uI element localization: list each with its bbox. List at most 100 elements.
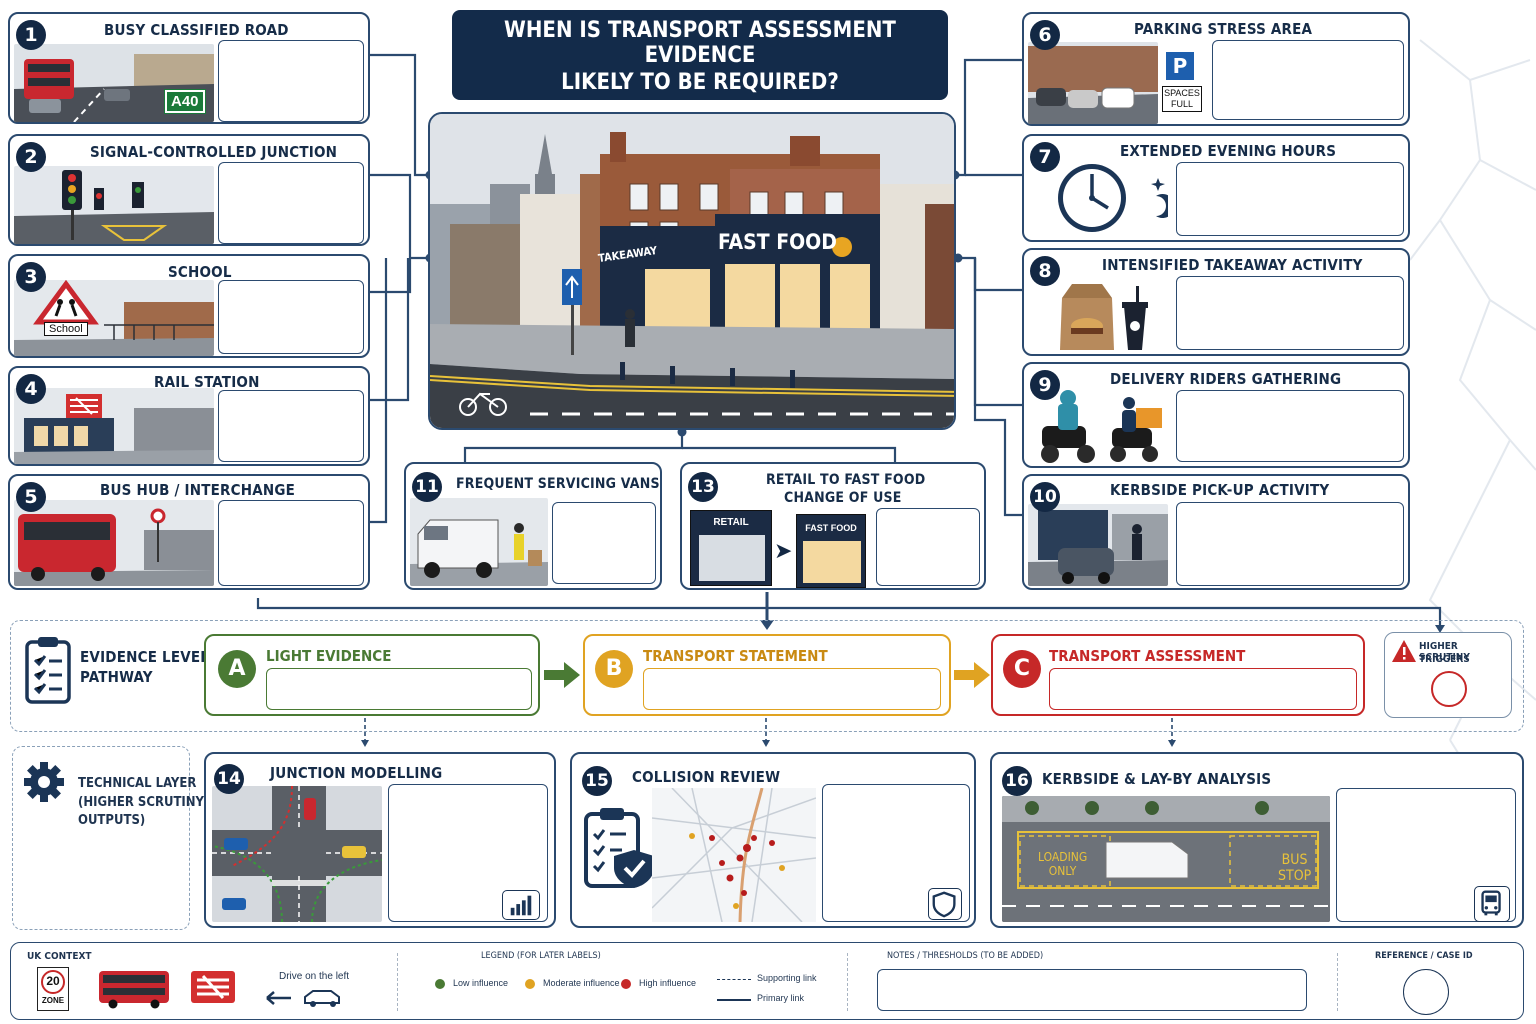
- left-arrow-car-icon: [266, 990, 340, 1007]
- factor-title: FREQUENT SERVICING VANS: [456, 476, 660, 492]
- stop-label: STOP: [1278, 868, 1312, 884]
- technical-label-line2: (HIGHER SCRUTINY: [78, 795, 205, 810]
- loading-bay-marking: LOADING ONLY: [1038, 850, 1087, 878]
- parking-illustration: [1028, 42, 1158, 124]
- bus-icon: [1474, 886, 1510, 922]
- factor-card-retail-to-fast-food-change-of-use: RETAIL ➤ FAST FOOD 13 RETAIL TO FAST FOO…: [680, 462, 986, 590]
- page-title-line1: WHEN IS TRANSPORT ASSESSMENT EVIDENCE: [504, 18, 896, 68]
- factor-notes-box[interactable]: [1176, 162, 1404, 236]
- higher-scrutiny-triggers-card: HIGHER SCRUTINY TRIGGERS: [1384, 632, 1512, 718]
- factor-title: DELIVERY RIDERS GATHERING: [1110, 370, 1342, 388]
- takeaway-bag-icon: [1060, 284, 1148, 350]
- full-label: FULL: [1170, 99, 1193, 109]
- parking-sign-icon: P: [1166, 52, 1194, 80]
- triggers-label-line2: TRIGGERS: [1419, 654, 1470, 665]
- zone-label: ZONE: [41, 996, 65, 1005]
- arrow-b-to-c: [954, 662, 990, 688]
- factor-title: BUS HUB / INTERCHANGE: [100, 481, 296, 499]
- factor-notes-box[interactable]: [1176, 276, 1404, 350]
- clipboard-shield-icon: [584, 808, 654, 888]
- reference-case-id-circle[interactable]: [1403, 969, 1449, 1015]
- shield-icon: [928, 888, 962, 920]
- factor-number: 7: [1030, 142, 1060, 172]
- factor-title: SIGNAL-CONTROLLED JUNCTION: [90, 143, 338, 161]
- factor-notes-box[interactable]: [218, 40, 364, 122]
- a40-road-sign: A40: [164, 89, 206, 114]
- zone-20-sign: 20 ZONE: [37, 967, 69, 1011]
- factor-notes-box[interactable]: [552, 502, 656, 584]
- retail-label: RETAIL: [713, 517, 749, 528]
- fast-food-label: FAST FOOD: [805, 523, 857, 533]
- arrow-a-to-b: [544, 662, 580, 688]
- kerbside-pickup-illustration: [1028, 504, 1168, 586]
- national-rail-icon: [191, 971, 235, 1003]
- spaces-full-sign: SPACES FULL: [1162, 86, 1202, 112]
- factor-card-delivery-riders-gathering: 9 DELIVERY RIDERS GATHERING: [1022, 362, 1410, 468]
- bar-chart-icon: [502, 890, 540, 920]
- zone-speed-value: 20: [41, 970, 65, 994]
- kerbside-layby-illustration: [1002, 796, 1330, 922]
- triggers-marker-circle[interactable]: [1431, 671, 1467, 707]
- factor-notes-box[interactable]: [1212, 40, 1404, 120]
- factor-title: INTENSIFIED TAKEAWAY ACTIVITY: [1102, 256, 1363, 274]
- level-title: TRANSPORT STATEMENT: [643, 647, 828, 665]
- busy-road-illustration: [14, 44, 214, 122]
- level-title: LIGHT EVIDENCE: [266, 647, 392, 665]
- factor-number: 13: [688, 472, 718, 502]
- level-badge: A: [218, 650, 256, 688]
- legend-low-label: Low influence: [453, 978, 509, 988]
- level-notes-box[interactable]: [1049, 668, 1357, 710]
- technical-output-number: 14: [214, 764, 244, 794]
- notes-thresholds-field[interactable]: [877, 969, 1307, 1011]
- bus-stop-marking: BUS STOP: [1278, 852, 1311, 884]
- level-notes-box[interactable]: [266, 668, 532, 710]
- footer-divider: [847, 953, 848, 1011]
- factor-number: 5: [16, 482, 46, 512]
- footer-panel: UK CONTEXT 20 ZONE Drive on the left LEG…: [10, 942, 1524, 1020]
- factor-notes-box[interactable]: [218, 390, 364, 462]
- factor-title-line2: CHANGE OF USE: [784, 490, 902, 506]
- evidence-level-a: A LIGHT EVIDENCE: [204, 634, 540, 716]
- evidence-level-c: C TRANSPORT ASSESSMENT: [991, 634, 1365, 716]
- factor-card-intensified-takeaway-activity: 8 INTENSIFIED TAKEAWAY ACTIVITY: [1022, 248, 1410, 356]
- factor-notes-box[interactable]: [218, 280, 364, 354]
- factor-notes-box[interactable]: [876, 508, 980, 586]
- technical-output-number: 15: [582, 766, 612, 796]
- technical-output-title: KERBSIDE & LAY-BY ANALYSIS: [1042, 770, 1272, 788]
- factor-card-bus-hub-interchange: 5 BUS HUB / INTERCHANGE: [8, 474, 370, 590]
- bus-hub-illustration: [14, 500, 214, 586]
- factor-card-extended-evening-hours: 7 EXTENDED EVENING HOURS: [1022, 134, 1410, 242]
- only-label: ONLY: [1048, 864, 1077, 878]
- factor-number: 8: [1030, 256, 1060, 286]
- bus-label: BUS: [1281, 852, 1308, 868]
- factor-title-line1: RETAIL TO FAST FOOD: [766, 472, 926, 488]
- evidence-pathway-region: [10, 620, 1524, 732]
- level-notes-box[interactable]: [643, 668, 941, 710]
- technical-output-kerbside-lay-by-analysis: LOADING ONLY BUS STOP 16 KERBSIDE & LAY-…: [990, 752, 1524, 928]
- factor-card-parking-stress-area: P SPACES FULL 6 PARKING STRESS AREA: [1022, 12, 1410, 126]
- school-illustration: [14, 280, 214, 356]
- header-banner: WHEN IS TRANSPORT ASSESSMENT EVIDENCE LI…: [452, 10, 948, 117]
- factor-title: KERBSIDE PICK-UP ACTIVITY: [1110, 481, 1330, 499]
- clipboard-checklist-icon: [25, 637, 71, 704]
- factor-number: 11: [412, 472, 442, 502]
- legend-title: LEGEND (FOR LATER LABELS): [481, 951, 601, 961]
- technical-output-collision-review: 15 COLLISION REVIEW: [570, 752, 976, 928]
- moon-stars-icon: [1151, 178, 1168, 218]
- factor-notes-box[interactable]: [1176, 502, 1404, 586]
- factor-title: BUSY CLASSIFIED ROAD: [104, 21, 289, 39]
- factor-notes-box[interactable]: [218, 500, 364, 586]
- level-badge: C: [1003, 650, 1041, 688]
- technical-output-title: COLLISION REVIEW: [632, 768, 781, 786]
- junction-illustration: [14, 166, 214, 244]
- factor-card-school: 3 SCHOOL School: [8, 254, 370, 358]
- technical-label-line1: TECHNICAL LAYER: [78, 776, 197, 791]
- factor-card-signal-controlled-junction: 2 SIGNAL-CONTROLLED JUNCTION: [8, 134, 370, 246]
- factor-notes-box[interactable]: [1176, 390, 1404, 462]
- loading-label: LOADING: [1038, 850, 1088, 864]
- warning-icon: [1392, 640, 1416, 662]
- factor-notes-box[interactable]: [218, 162, 364, 244]
- fast-food-storefront-illustration: FAST FOOD: [796, 514, 866, 588]
- rail-station-illustration: [14, 388, 214, 464]
- factor-number: 9: [1030, 370, 1060, 400]
